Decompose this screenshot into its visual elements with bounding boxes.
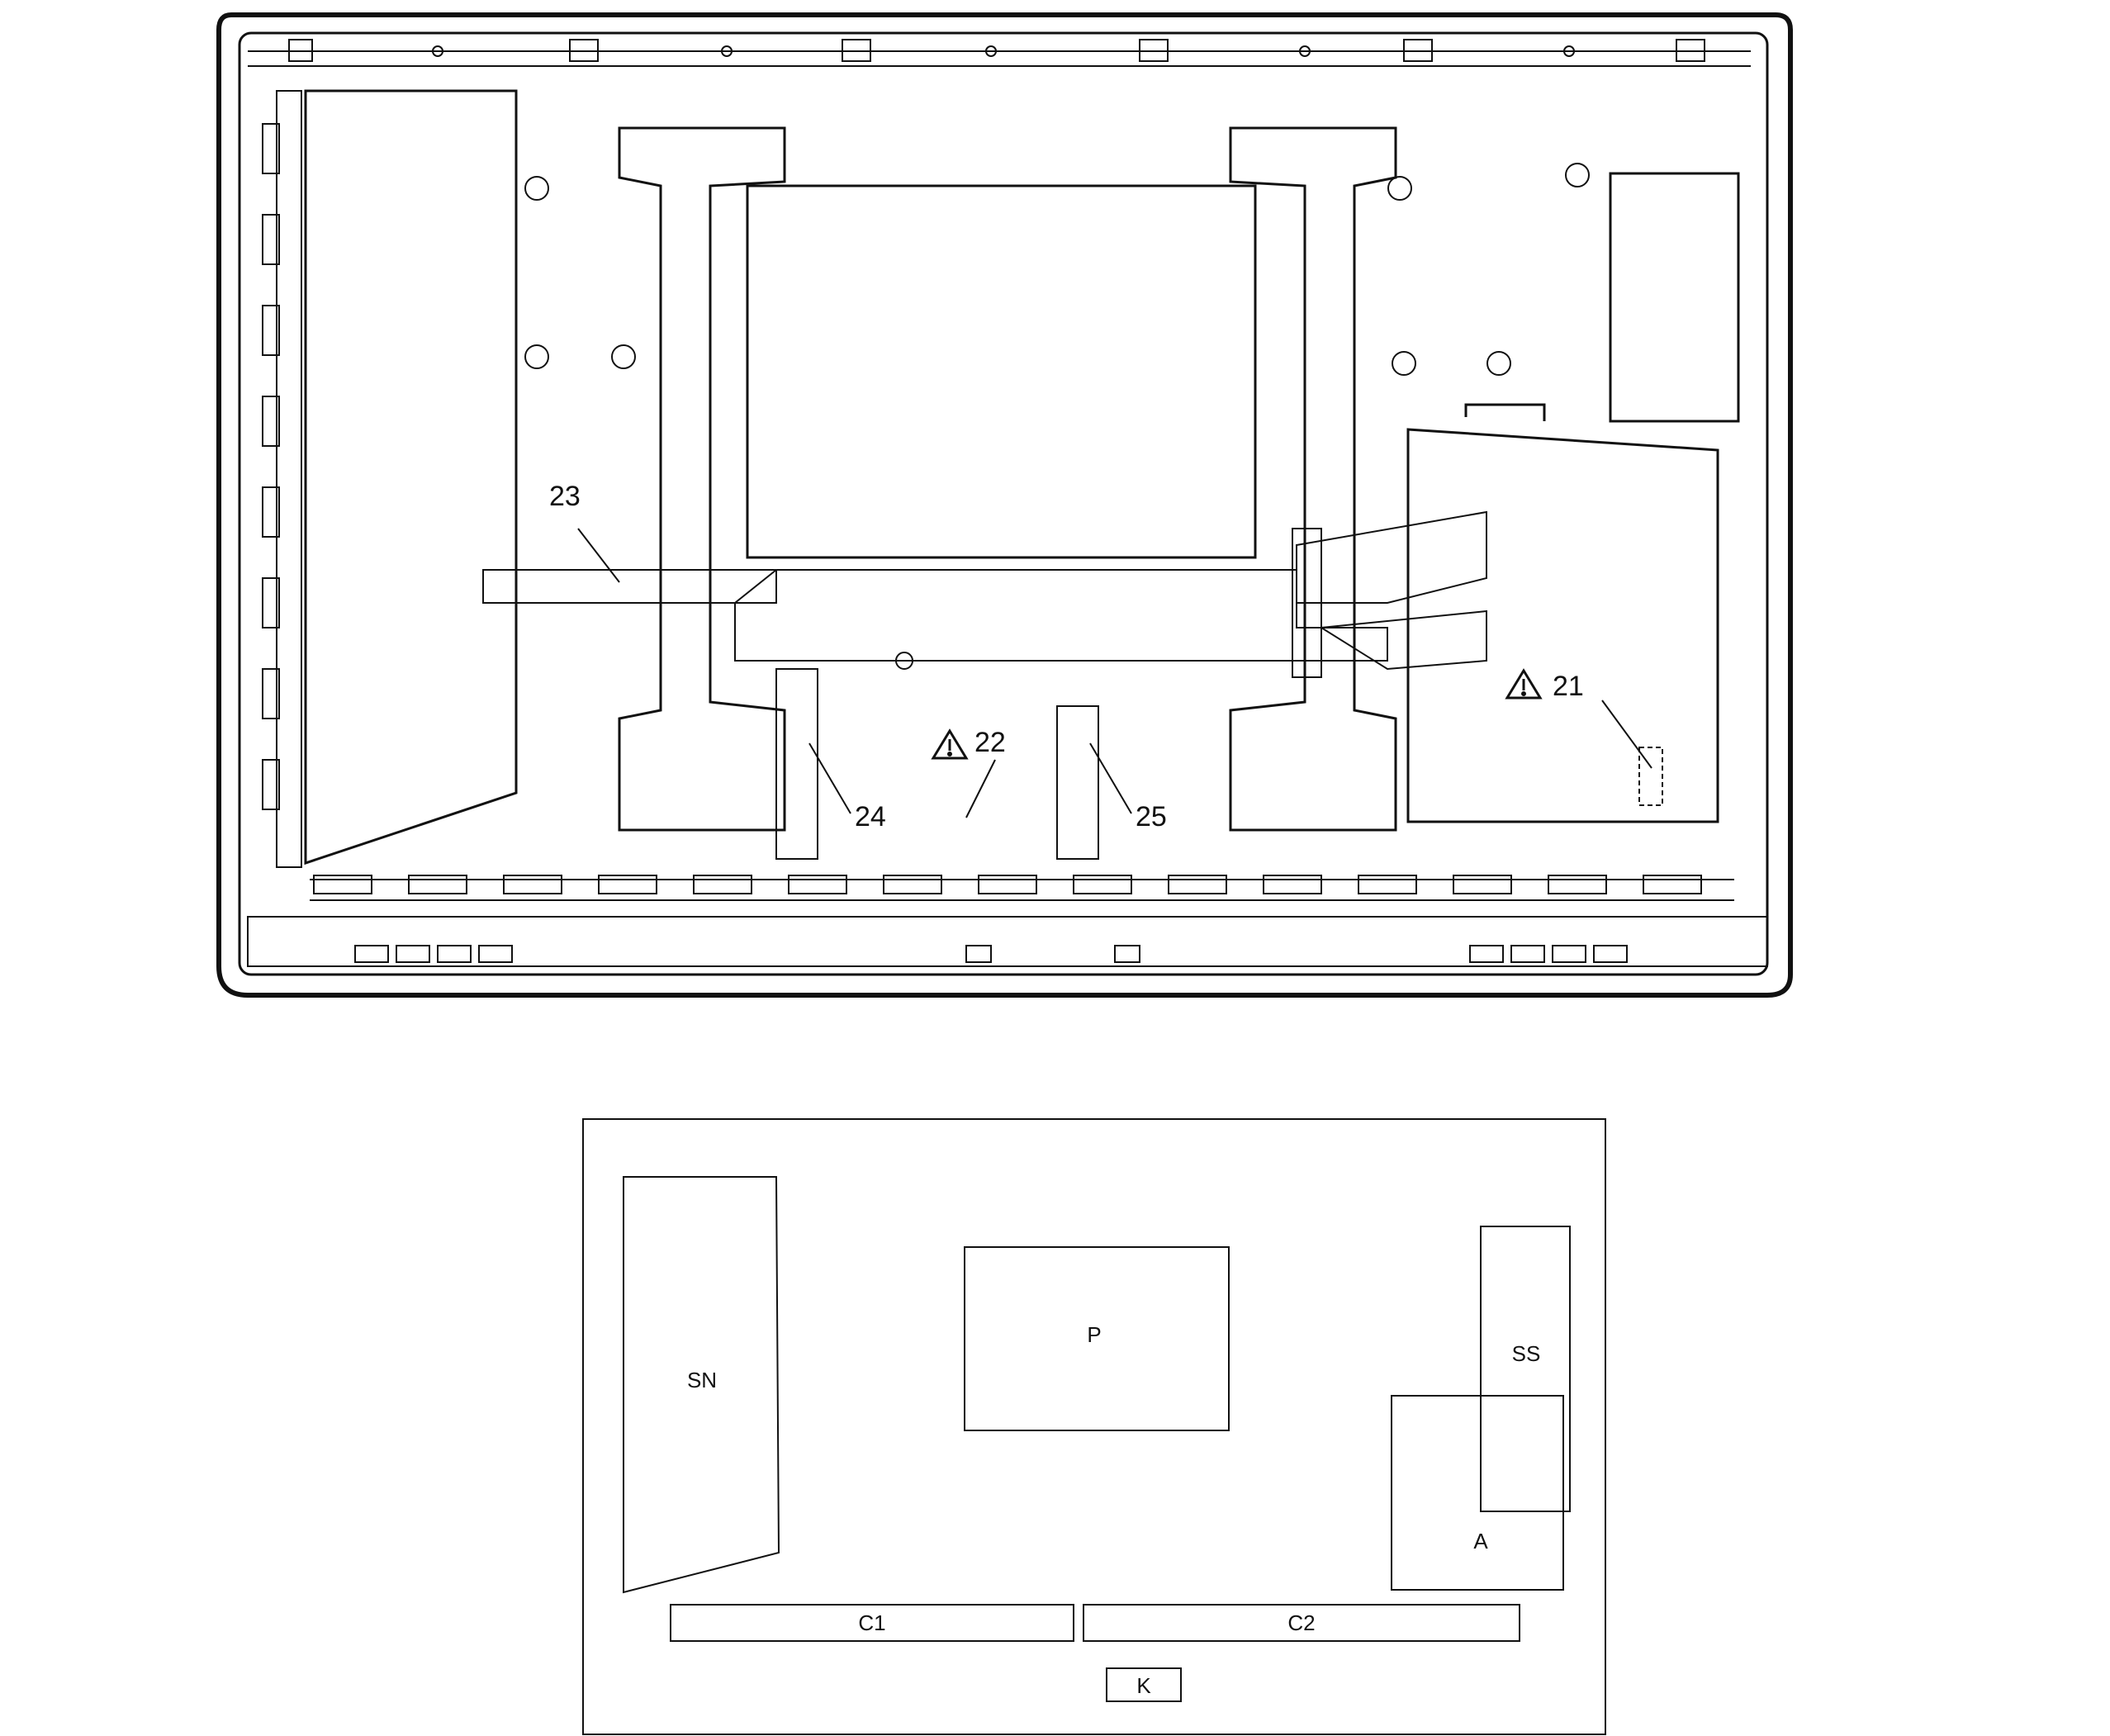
callout-23: 23 bbox=[549, 481, 581, 512]
callout-25: 25 bbox=[1136, 801, 1167, 832]
warning-triangle-icon bbox=[1505, 668, 1543, 700]
label-sn: SN bbox=[687, 1368, 717, 1392]
chassis-outer-frame bbox=[216, 12, 1793, 998]
label-p: P bbox=[1087, 1322, 1101, 1347]
board-sn bbox=[623, 1176, 780, 1594]
bottom-connector-row bbox=[313, 875, 1702, 894]
flat-cable-lower-right bbox=[1318, 609, 1487, 671]
callout-21: 21 bbox=[1553, 671, 1584, 702]
board-c1 bbox=[670, 1604, 1074, 1642]
chassis-exploded-view bbox=[216, 12, 1793, 998]
label-c2: C2 bbox=[1287, 1610, 1315, 1635]
callout-22: 22 bbox=[974, 727, 1006, 758]
a-board-connector bbox=[1638, 747, 1663, 806]
label-c1: C1 bbox=[858, 1610, 885, 1635]
ss-board-outline bbox=[1609, 172, 1740, 423]
callout-leaders bbox=[577, 528, 1652, 818]
left-connector-strip bbox=[276, 90, 302, 868]
a-board-bracket bbox=[1464, 403, 1546, 421]
warning-triangle-icon-2 bbox=[931, 728, 969, 760]
p-board-outline bbox=[746, 184, 1257, 559]
flat-cable-24 bbox=[775, 668, 818, 860]
board-ss bbox=[1480, 1226, 1571, 1512]
flat-cable-main bbox=[734, 569, 1388, 662]
board-k bbox=[1106, 1667, 1182, 1702]
board-overlap-dashed bbox=[1480, 1396, 1563, 1512]
bottom-rail bbox=[247, 916, 1768, 967]
flat-cable-25 bbox=[1056, 705, 1099, 860]
board-layout-frame bbox=[582, 1118, 1606, 1735]
bottom-rail-tabs bbox=[354, 945, 1628, 963]
flat-cable-23 bbox=[482, 569, 777, 604]
board-p bbox=[964, 1246, 1230, 1431]
board-c2 bbox=[1083, 1604, 1520, 1642]
a-board-outline bbox=[1406, 428, 1719, 823]
sn-board-outline bbox=[304, 89, 518, 866]
label-a: A bbox=[1473, 1529, 1488, 1553]
label-k: K bbox=[1136, 1673, 1151, 1698]
board-a bbox=[1391, 1395, 1564, 1591]
left-support-rail bbox=[618, 126, 786, 832]
callout-24: 24 bbox=[855, 801, 886, 832]
board-layout-key bbox=[582, 1118, 1606, 1735]
left-connector-pins bbox=[262, 123, 280, 810]
top-bracket-clips bbox=[288, 39, 1705, 62]
label-ss: SS bbox=[1512, 1341, 1541, 1366]
board-layout-labels: SN P SS A C1 C2 K bbox=[687, 1322, 1540, 1698]
chassis-inner-frame bbox=[238, 31, 1769, 976]
flat-cables bbox=[482, 510, 1487, 860]
flat-cable-upper-right bbox=[1296, 510, 1487, 604]
